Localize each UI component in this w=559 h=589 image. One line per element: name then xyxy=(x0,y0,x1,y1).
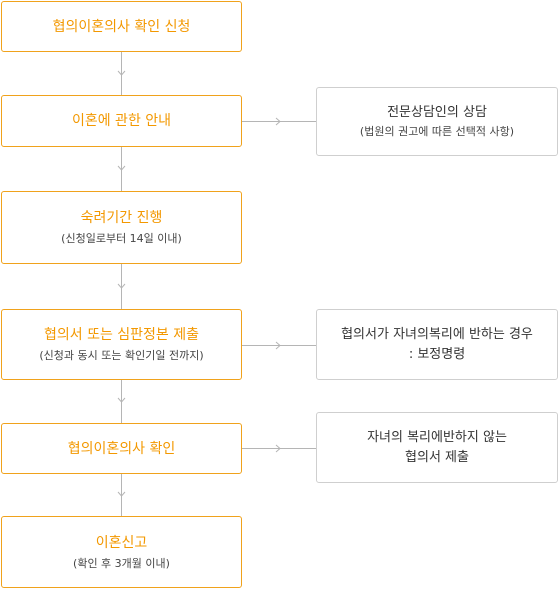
step-title: 협의이혼의사 확인 xyxy=(67,440,176,457)
step-box-report: 이혼신고 (확인 후 3개월 이내) xyxy=(1,516,242,588)
step-subtitle: (확인 후 3개월 이내) xyxy=(73,556,170,570)
side-note-counseling: 전문상담인의 상담 (법원의 권고에 따른 선택적 사항) xyxy=(316,87,558,156)
side-note-subtitle: 협의서 제출 xyxy=(405,449,469,465)
step-subtitle: (신청일로부터 14일 이내) xyxy=(61,232,182,245)
step-title: 협의이혼의사 확인 신청 xyxy=(52,18,191,35)
side-note-title: 전문상담인의 상담 xyxy=(387,105,487,120)
side-note-title: 자녀의 복리에반하지 않는 xyxy=(367,429,507,445)
step-box-apply: 협의이혼의사 확인 신청 xyxy=(1,1,242,52)
step-subtitle: (신청과 동시 또는 확인기일 전까지) xyxy=(39,349,204,362)
step-title: 협의서 또는 심판정본 제출 xyxy=(43,327,200,343)
step-box-guidance: 이혼에 관한 안내 xyxy=(1,95,242,147)
step-box-confirmation: 협의이혼의사 확인 xyxy=(1,423,242,474)
side-note-agreement-submit: 자녀의 복리에반하지 않는 협의서 제출 xyxy=(316,412,558,483)
side-note-correction-order: 협의서가 자녀의복리에 반하는 경우 : 보정명령 xyxy=(316,309,558,380)
step-box-deliberation: 숙려기간 진행 (신청일로부터 14일 이내) xyxy=(1,191,242,264)
step-title: 이혼신고 xyxy=(95,534,148,551)
step-box-submission: 협의서 또는 심판정본 제출 (신청과 동시 또는 확인기일 전까지) xyxy=(1,309,242,380)
step-title: 이혼에 관한 안내 xyxy=(71,113,172,129)
side-note-subtitle: : 보정명령 xyxy=(408,346,466,362)
side-note-subtitle: (법원의 권고에 따른 선택적 사항) xyxy=(359,125,515,138)
side-note-title: 협의서가 자녀의복리에 반하는 경우 xyxy=(341,326,533,342)
step-title: 숙려기간 진행 xyxy=(80,210,163,226)
